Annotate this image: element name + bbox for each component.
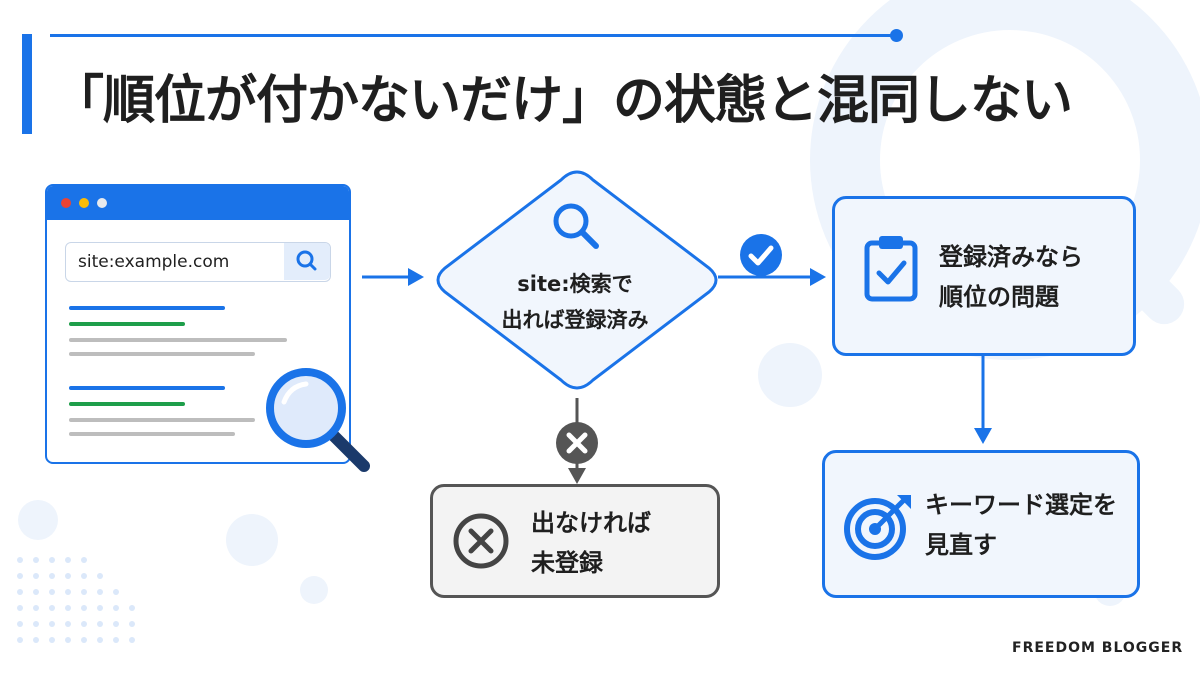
window-maximize-dot bbox=[97, 198, 107, 208]
search-input[interactable]: site:example.com bbox=[65, 242, 331, 282]
result-title-line bbox=[69, 386, 225, 390]
search-button[interactable] bbox=[284, 243, 330, 280]
window-minimize-dot bbox=[79, 198, 89, 208]
keyword-review-label-line: 見直す bbox=[925, 531, 997, 559]
check-icon bbox=[740, 234, 782, 276]
result-snippet-line bbox=[69, 352, 255, 356]
result-title-line bbox=[69, 306, 225, 310]
unregistered-label-line: 出なければ bbox=[531, 509, 651, 537]
magnifier-icon bbox=[266, 368, 370, 472]
result-url-line bbox=[69, 322, 185, 326]
keyword-review-box: キーワード選定を 見直す bbox=[822, 450, 1140, 598]
registered-box: 登録済みなら 順位の問題 bbox=[832, 196, 1136, 356]
registered-label-line: 登録済みなら bbox=[939, 243, 1083, 271]
result-url-line bbox=[69, 402, 185, 406]
decision-label-line: site:検索で bbox=[517, 272, 633, 296]
decision-label-line: 出れば登録済み bbox=[501, 308, 649, 332]
registered-label-line: 順位の問題 bbox=[939, 283, 1059, 311]
search-icon bbox=[553, 203, 599, 249]
page-title: 「順位が付かないだけ」の状態と混同しない bbox=[52, 71, 1073, 131]
result-snippet-line bbox=[69, 432, 235, 436]
registered-label: 登録済みなら 順位の問題 bbox=[939, 237, 1083, 317]
keyword-review-label-line: キーワード選定を bbox=[925, 491, 1117, 519]
window-close-dot bbox=[61, 198, 71, 208]
unregistered-label: 出なければ 未登録 bbox=[531, 503, 651, 583]
target-icon bbox=[844, 495, 911, 560]
unregistered-label-line: 未登録 bbox=[531, 549, 603, 577]
cross-circle-icon bbox=[453, 513, 509, 569]
search-icon bbox=[296, 250, 317, 271]
brand-footer: FREEDOM BLOGGER bbox=[1012, 640, 1184, 656]
search-query-text: site:example.com bbox=[78, 252, 230, 272]
decision-diamond bbox=[436, 170, 718, 390]
result-snippet-line bbox=[69, 338, 287, 342]
title-divider-dot bbox=[890, 29, 903, 42]
unregistered-box: 出なければ 未登録 bbox=[430, 484, 720, 598]
browser-titlebar bbox=[47, 186, 349, 220]
result-snippet-line bbox=[69, 418, 255, 422]
cross-icon bbox=[556, 422, 598, 464]
clipboard-check-icon bbox=[864, 236, 918, 302]
title-accent-bar bbox=[22, 34, 32, 134]
decision-label: site:検索で 出れば登録済み bbox=[470, 266, 680, 338]
keyword-review-label: キーワード選定を 見直す bbox=[925, 485, 1117, 565]
title-divider-line bbox=[50, 34, 896, 37]
